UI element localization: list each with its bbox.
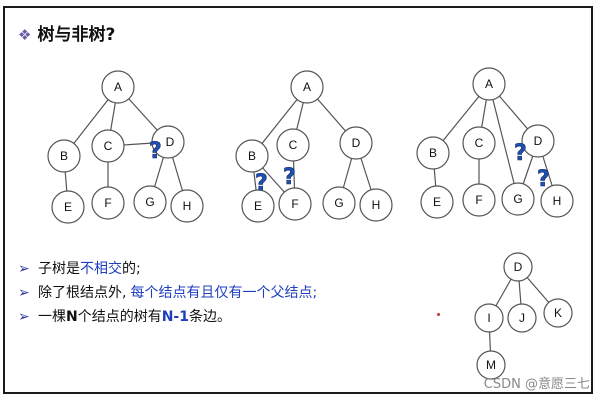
- node-f: F: [278, 187, 312, 221]
- svg-text:C: C: [104, 139, 113, 153]
- svg-text:G: G: [145, 195, 154, 209]
- node-h: H: [540, 184, 574, 218]
- node-g: G: [501, 182, 535, 216]
- node-f: F: [91, 186, 125, 220]
- node-g: G: [322, 186, 356, 220]
- question-mark: ?: [149, 139, 162, 164]
- svg-text:B: B: [248, 149, 256, 163]
- bullet-bold: N: [66, 309, 78, 325]
- svg-text:D: D: [534, 134, 543, 148]
- graph-2: A B C D E F G H ? ?: [235, 70, 393, 223]
- node-b: B: [416, 136, 450, 170]
- node-j: J: [507, 303, 537, 333]
- bullet-highlight: N-1: [161, 309, 189, 325]
- node-e: E: [51, 190, 85, 224]
- svg-text:F: F: [291, 197, 298, 211]
- node-h: H: [170, 189, 204, 223]
- node-a: A: [472, 67, 506, 101]
- svg-text:I: I: [487, 311, 490, 325]
- bullet-text: 的;: [122, 261, 141, 277]
- graph-3: A B C D E F G H ? ?: [416, 67, 574, 219]
- svg-text:E: E: [64, 200, 72, 214]
- node-e: E: [420, 185, 454, 219]
- svg-text:G: G: [334, 196, 343, 210]
- svg-text:E: E: [433, 195, 441, 209]
- node-f: F: [462, 183, 496, 217]
- svg-text:F: F: [475, 193, 482, 207]
- node-a: A: [101, 70, 135, 104]
- node-d: D: [151, 125, 185, 159]
- svg-text:M: M: [486, 358, 496, 372]
- node-c: C: [276, 128, 310, 162]
- stray-dot: [437, 313, 440, 316]
- bullet-highlight: 不相交: [80, 261, 122, 277]
- node-d: D: [503, 252, 533, 282]
- svg-text:C: C: [289, 138, 298, 152]
- watermark: CSDN @意愿三七: [483, 377, 590, 392]
- svg-text:B: B: [60, 149, 68, 163]
- diamond-cluster-icon: ❖: [18, 26, 32, 44]
- svg-text:D: D: [352, 136, 361, 150]
- bullet-item: ➢ 子树是不相交的;: [18, 258, 317, 282]
- node-e: E: [241, 189, 275, 223]
- bullet-text: ;: [312, 285, 318, 301]
- bullet-item: ➢ 除了根结点外,每个结点有且仅有一个父结点;: [18, 282, 317, 306]
- question-mark: ?: [283, 165, 296, 190]
- node-i: I: [474, 303, 504, 333]
- svg-text:H: H: [553, 194, 562, 208]
- svg-text:G: G: [513, 192, 522, 206]
- bullet-text: 个结点的树有: [77, 309, 162, 325]
- arrow-bullet-icon: ➢: [18, 309, 30, 325]
- bullet-highlight: 每个结点有且仅有一个父结点: [130, 285, 313, 301]
- svg-text:C: C: [475, 136, 484, 150]
- svg-text:D: D: [166, 135, 175, 149]
- node-a: A: [290, 70, 324, 104]
- bullet-text: 条边。: [189, 309, 231, 325]
- svg-text:F: F: [104, 196, 111, 210]
- node-b: B: [235, 139, 269, 173]
- node-m: M: [476, 350, 506, 380]
- node-k: K: [543, 298, 573, 328]
- bullet-text: 除了根结点外,: [38, 285, 127, 301]
- slide-title: ❖ 树与非树?: [18, 20, 115, 45]
- svg-text:B: B: [429, 146, 437, 160]
- bullet-text: 子树是: [38, 261, 80, 277]
- svg-text:H: H: [372, 198, 381, 212]
- svg-text:E: E: [254, 199, 262, 213]
- question-mark: ?: [514, 141, 527, 166]
- arrow-bullet-icon: ➢: [18, 261, 30, 277]
- node-h: H: [359, 188, 393, 222]
- bullet-text: 一棵: [38, 309, 66, 325]
- node-c: C: [91, 129, 125, 163]
- svg-text:J: J: [519, 311, 525, 325]
- bullet-item: ➢ 一棵N个结点的树有N-1条边。: [18, 306, 317, 330]
- svg-text:A: A: [114, 80, 122, 94]
- svg-text:K: K: [554, 306, 562, 320]
- node-d: D: [339, 126, 373, 160]
- graph-1: A B C D E F G H ?: [47, 70, 204, 224]
- question-mark: ?: [255, 171, 268, 196]
- node-b: B: [47, 139, 81, 173]
- bullet-list: ➢ 子树是不相交的; ➢ 除了根结点外,每个结点有且仅有一个父结点; ➢ 一棵N个结点…: [18, 258, 317, 330]
- svg-text:A: A: [485, 77, 493, 91]
- node-d: D: [521, 124, 555, 158]
- node-c: C: [462, 126, 496, 160]
- tree-example: D I J K M: [474, 252, 573, 380]
- svg-text:H: H: [183, 199, 192, 213]
- question-mark: ?: [537, 167, 550, 192]
- edge: [488, 83, 519, 200]
- svg-text:A: A: [303, 80, 311, 94]
- title-text: 树与非树?: [37, 25, 116, 45]
- node-g: G: [133, 185, 167, 219]
- svg-text:D: D: [514, 260, 523, 274]
- arrow-bullet-icon: ➢: [18, 285, 30, 301]
